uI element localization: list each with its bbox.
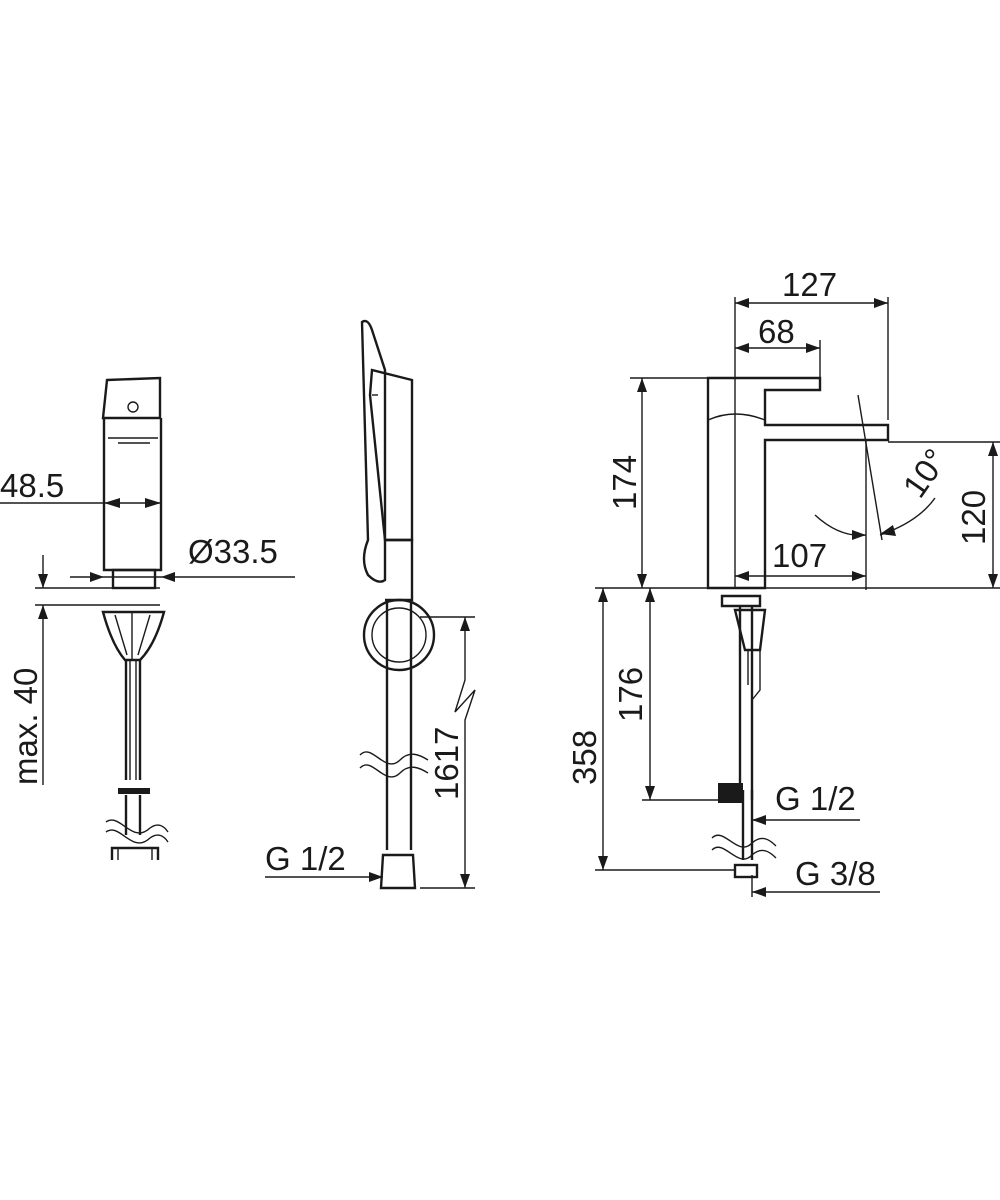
thread-upper-label: G 1/2 xyxy=(775,780,856,817)
spout-reach-label: 107 xyxy=(772,537,827,574)
side-view xyxy=(595,297,1000,897)
height-label: 174 xyxy=(606,455,643,510)
hose-height-label: 176 xyxy=(612,667,649,722)
diameter-label: Ø33.5 xyxy=(188,533,278,570)
below-length-label: 358 xyxy=(566,730,603,785)
hose-length-label: 1617 xyxy=(428,727,465,800)
width-label: 48.5 xyxy=(0,467,64,504)
hose-view xyxy=(265,319,476,890)
front-view xyxy=(0,376,295,860)
spout-height-label: 120 xyxy=(955,490,992,545)
thread-lower-label: G 3/8 xyxy=(795,855,876,892)
handle-label: 68 xyxy=(758,313,795,350)
total-reach-label: 127 xyxy=(782,266,837,303)
max-label: max. 40 xyxy=(7,668,44,785)
angle-label: 10° xyxy=(895,442,954,504)
hose-thread-label: G 1/2 xyxy=(265,840,346,877)
